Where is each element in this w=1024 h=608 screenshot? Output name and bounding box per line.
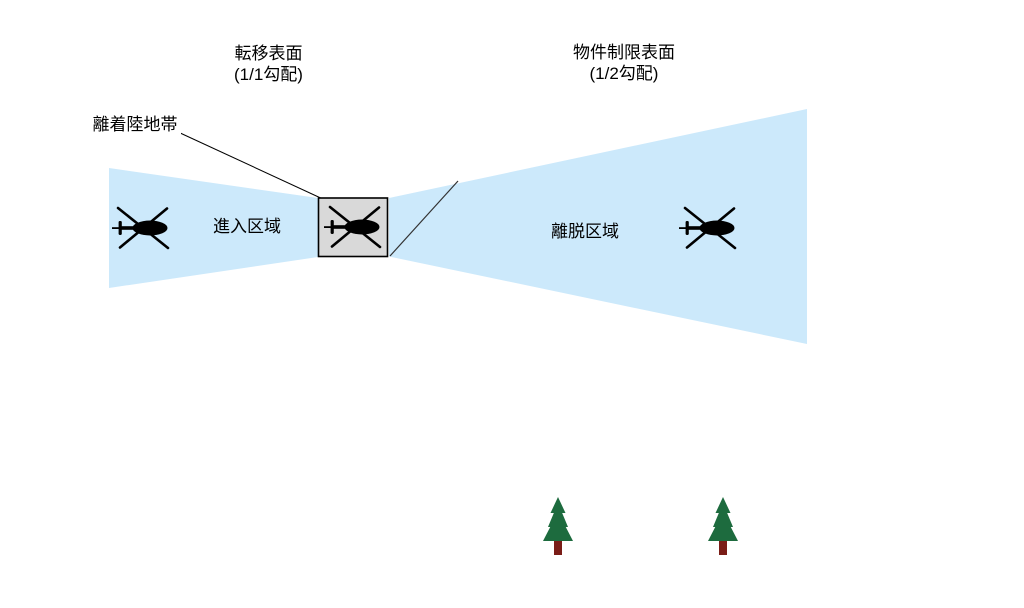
- tree-icon: [708, 497, 738, 555]
- transfer-surface-label: 転移表面 (1/1勾配): [220, 41, 317, 87]
- departure-area-surface: [389, 109, 807, 344]
- landing-zone-label: 離着陸地帯: [89, 110, 181, 139]
- landing-zone-leader-line: [177, 131, 339, 207]
- object-limit-surface-label-line1: 物件制限表面: [573, 43, 675, 62]
- transfer-surface-boundary-line: [389, 180, 459, 257]
- transfer-surface-label-line1: 転移表面: [234, 44, 303, 63]
- departure-area-label: 離脱区域: [551, 222, 619, 241]
- approach-area-label: 進入区域: [213, 217, 281, 236]
- object-limit-surface-label: 物件制限表面 (1/2勾配): [567, 40, 681, 86]
- object-limit-surface-label-line2: (1/2勾配): [589, 64, 659, 83]
- transfer-surface-label-line2: (1/1勾配): [234, 65, 303, 84]
- approach-area-surface: [109, 168, 318, 288]
- tree-icon: [543, 497, 573, 555]
